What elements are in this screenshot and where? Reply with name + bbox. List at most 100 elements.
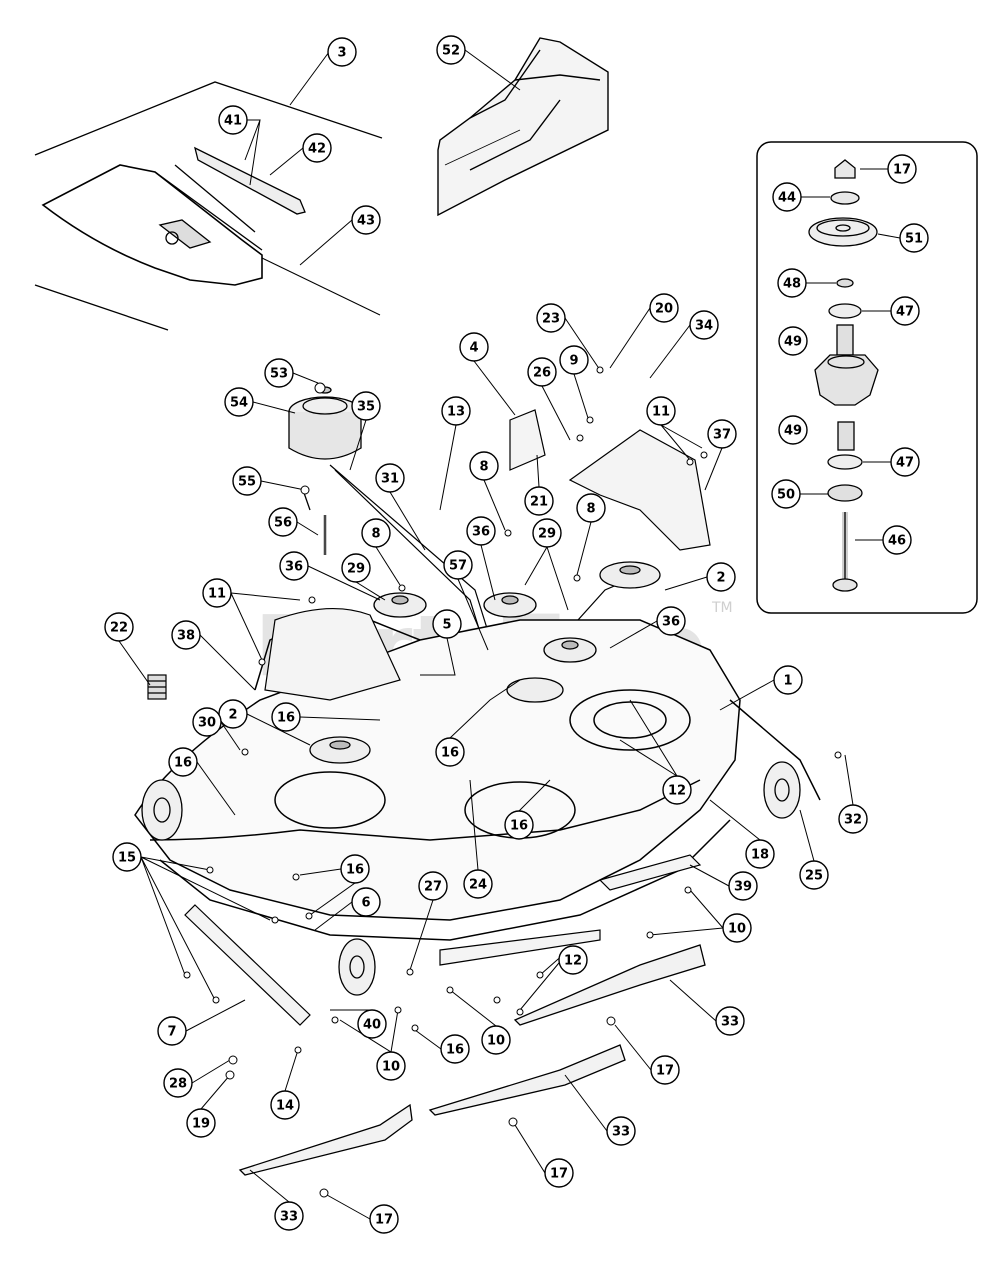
callout-41: 41 [218, 105, 248, 135]
callout-number: 15 [118, 851, 136, 866]
callout-29: 29 [532, 518, 562, 548]
callout-circle [351, 205, 381, 235]
callout-number: 23 [542, 312, 560, 327]
mower-deck-1 [134, 618, 821, 941]
callout-circle [341, 553, 371, 583]
callout-number: 3 [337, 46, 346, 61]
callout-44: 44 [772, 182, 802, 212]
callout-8: 8 [361, 518, 391, 548]
callout-37: 37 [707, 419, 737, 449]
callout-circle [271, 702, 301, 732]
callout-33: 33 [606, 1116, 636, 1146]
callout-circle [899, 223, 929, 253]
callout-2: 2 [218, 699, 248, 729]
mower-blades-33 [238, 944, 706, 1176]
callout-circle [559, 345, 589, 375]
callout-number: 49 [784, 424, 802, 439]
callout-27: 27 [418, 871, 448, 901]
callout-6: 6 [351, 887, 381, 917]
belt-guards [264, 409, 711, 701]
deck-cover-assembly [34, 81, 383, 331]
callout-56: 56 [268, 507, 298, 537]
callout-number: 41 [224, 114, 242, 129]
callout-circle [650, 1055, 680, 1085]
callout-number: 50 [777, 488, 795, 503]
callout-number: 36 [662, 615, 680, 630]
callout-circle [778, 326, 808, 356]
callout-circle [361, 518, 391, 548]
callout-26: 26 [527, 357, 557, 387]
callout-17: 17 [544, 1158, 574, 1188]
callout-10: 10 [376, 1051, 406, 1081]
callout-number: 11 [652, 405, 670, 420]
callout-22: 22 [104, 612, 134, 642]
callout-55: 55 [232, 466, 262, 496]
callout-circle [656, 606, 686, 636]
callout-17: 17 [650, 1055, 680, 1085]
callout-number: 10 [382, 1060, 400, 1075]
spindle-inset [756, 141, 978, 614]
callout-circle [646, 396, 676, 426]
callout-25: 25 [799, 860, 829, 890]
callout-number: 56 [274, 516, 292, 531]
callout-47: 47 [890, 447, 920, 477]
callout-38: 38 [171, 620, 201, 650]
callout-11: 11 [646, 396, 676, 426]
callout-30: 30 [192, 707, 222, 737]
callout-36: 36 [466, 516, 496, 546]
callout-10: 10 [481, 1025, 511, 1055]
callout-circle [715, 1006, 745, 1036]
callout-33: 33 [715, 1006, 745, 1036]
callout-number: 25 [805, 869, 823, 884]
callout-circle [440, 1034, 470, 1064]
callout-circle [728, 871, 758, 901]
callout-39: 39 [728, 871, 758, 901]
callout-number: 2 [716, 571, 725, 586]
callout-circle [576, 493, 606, 523]
callout-number: 20 [655, 302, 673, 317]
callout-number: 19 [192, 1117, 210, 1132]
belt-cover-52 [437, 37, 609, 217]
callout-circle [662, 775, 692, 805]
callout-number: 54 [230, 396, 248, 411]
callout-circle [544, 1158, 574, 1188]
callout-49: 49 [778, 415, 808, 445]
callout-number: 55 [238, 475, 256, 490]
callout-circle [441, 396, 471, 426]
callout-46: 46 [882, 525, 912, 555]
callout-circle [168, 747, 198, 777]
callout-number: 17 [375, 1213, 393, 1228]
callout-number: 53 [270, 367, 288, 382]
callout-circle [270, 1090, 300, 1120]
callout-16: 16 [435, 737, 465, 767]
callout-number: 17 [656, 1064, 674, 1079]
callout-number: 32 [844, 813, 862, 828]
callout-circle [649, 293, 679, 323]
callout-number: 5 [442, 618, 451, 633]
callout-circle [466, 516, 496, 546]
callout-number: 4 [469, 341, 478, 356]
callout-circle [532, 518, 562, 548]
callout-number: 46 [888, 534, 906, 549]
callout-circle [799, 860, 829, 890]
callout-circle [463, 869, 493, 899]
callout-number: 37 [713, 428, 731, 443]
callout-23: 23 [536, 303, 566, 333]
callout-circle [357, 1009, 387, 1039]
callout-53: 53 [264, 358, 294, 388]
callout-16: 16 [504, 810, 534, 840]
callout-circle [375, 463, 405, 493]
callout-number: 11 [208, 587, 226, 602]
callout-number: 26 [533, 366, 551, 381]
callout-circle [481, 1025, 511, 1055]
callout-circle [706, 562, 736, 592]
callout-circle [186, 1108, 216, 1138]
hardware-fasteners [183, 366, 842, 1198]
callout-circle [436, 35, 466, 65]
callout-circle [772, 182, 802, 212]
callout-circle [112, 842, 142, 872]
callout-circle [707, 419, 737, 449]
callout-circle [351, 391, 381, 421]
callout-number: 6 [361, 896, 370, 911]
callout-circle [351, 887, 381, 917]
